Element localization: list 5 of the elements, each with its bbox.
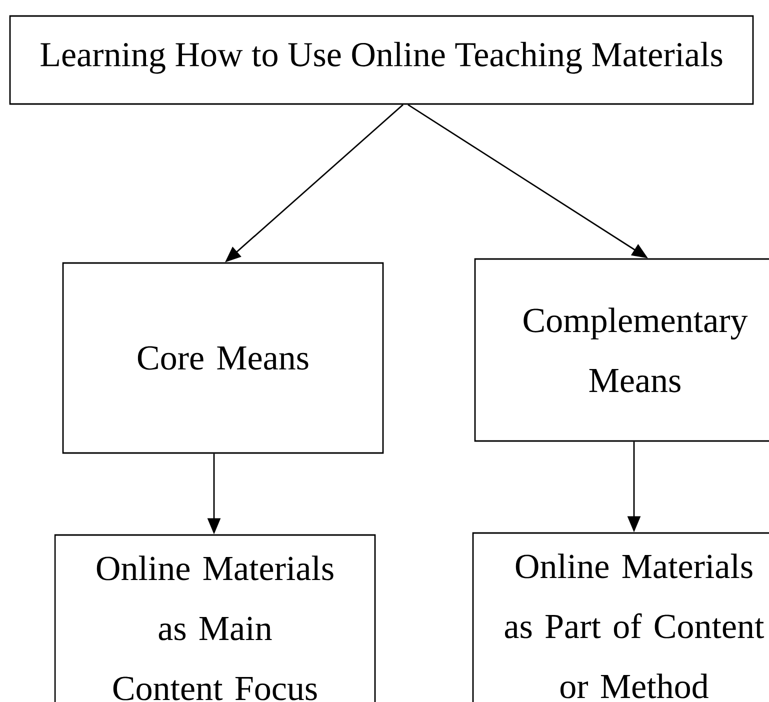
process-box: Online Materials as Main Content Focus <box>54 534 376 702</box>
process-box: Core Means <box>62 262 384 454</box>
process-box: Complementary Means <box>474 258 769 442</box>
process-box: Learning How to Use Online Teaching Materials <box>9 15 754 105</box>
process-box: Online Materials as Part of Content or Method <box>472 532 769 702</box>
